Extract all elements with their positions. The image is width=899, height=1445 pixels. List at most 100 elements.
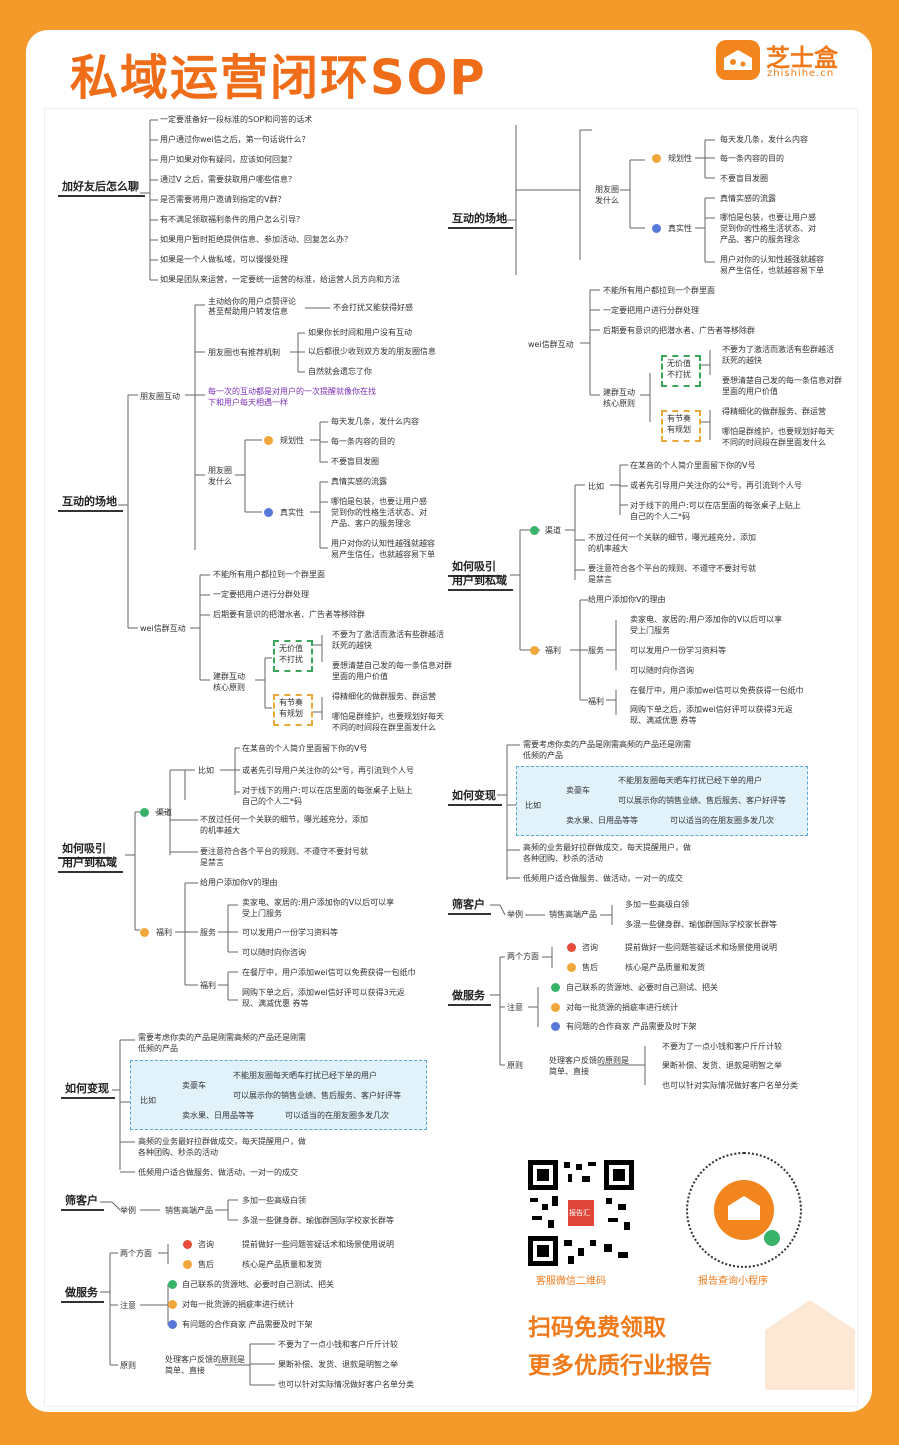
- benefit-icon: [530, 646, 539, 655]
- brand-url: zhishihe.cn: [767, 68, 835, 79]
- node-text: 是禁言: [588, 575, 612, 584]
- node-text: 比如: [198, 766, 214, 775]
- node-text: 或者先引导用户关注你的公*号，再引流到个人号: [630, 481, 802, 490]
- node-text: 服务: [200, 928, 216, 937]
- node-text: 主动给你的用户点赞评论: [208, 297, 296, 306]
- node-text: 可以展示你的销售业绩、售后服务、客户好评等: [618, 796, 786, 805]
- node-text: 多加一些高级白领: [242, 1196, 306, 1205]
- node-text: 核心是产品质量和发货: [625, 963, 705, 972]
- node-text: 在餐厅中，用户添加wei信可以免费获得一包纸巾: [630, 686, 804, 695]
- qr-code-icon[interactable]: [528, 1160, 634, 1266]
- node-text: 核心是产品质量和发货: [242, 1260, 322, 1269]
- rhythm-box: [273, 694, 313, 726]
- plan-icon: [264, 436, 273, 445]
- node-text: 易产生信任，也就越容易下单: [331, 550, 435, 559]
- consult-icon: [183, 1240, 192, 1249]
- node-text: 对每一批货源的捐疵率进行统计: [566, 1003, 678, 1012]
- node-text: 不同的时间段在群里面发什么: [332, 723, 436, 732]
- novalue-box: [661, 355, 701, 387]
- node-text: 果断补偿、发货、退款是明智之举: [278, 1360, 398, 1369]
- section-interaction-venue: 互动的场地: [58, 495, 123, 512]
- node-text: 提前做好一些问题答疑话术和场景使用说明: [625, 943, 777, 952]
- node-text: 售后: [198, 1260, 214, 1269]
- node-text: 现、满减优惠 券等: [630, 716, 697, 725]
- node-text: 无价值: [667, 359, 691, 368]
- node-text: 有问题的合作商家 产品需要及时下架: [182, 1320, 313, 1329]
- node-text: 哪怕是群维护，也要规划好每天: [722, 427, 834, 436]
- real-icon: [652, 224, 661, 233]
- node-text: 不放过任何一个关联的细节，曝光越充分，添加: [200, 815, 368, 824]
- node-text: 可以展示你的销售业绩、售后服务、客户好评等: [233, 1091, 401, 1100]
- node-text: 比如: [588, 482, 604, 491]
- node-text: 多混一些健身群、瑜伽群国际学校家长群等: [625, 920, 777, 929]
- section-attract-users-2: 用户到私域: [58, 856, 123, 873]
- node-text: 跃死的越快: [332, 641, 372, 650]
- node-text: 卖水果、日用品等等: [182, 1111, 254, 1120]
- node-text: 不放过任何一个关联的细节，曝光越充分，添加: [588, 533, 756, 542]
- node-text: 自然就会遗忘了你: [308, 367, 372, 376]
- novalue-box: [273, 640, 313, 672]
- node-text: 核心原则: [213, 683, 245, 692]
- section-filter-right: 筛客户: [448, 898, 491, 915]
- node-text: 不打扰: [667, 370, 691, 379]
- cta-more-reports: 更多优质行业报告: [528, 1353, 712, 1379]
- node-text: 自己联系的货源地、必要时自己测试、把关: [566, 983, 718, 992]
- stats-icon: [551, 1003, 560, 1012]
- node-real: 真实性: [280, 508, 304, 517]
- node-text: 现、满减优惠 券等: [242, 999, 309, 1008]
- node-text: 销售高端产品: [549, 910, 597, 919]
- node-text: 比如: [525, 801, 541, 810]
- node-benefit: 福利: [156, 928, 172, 937]
- list-item: 如果是团队来运营，一定要统一运营的标准，给运营人员方向和方法: [160, 275, 400, 284]
- node-text: 两个方面: [507, 952, 539, 961]
- node-benefit: 福利: [545, 646, 561, 655]
- node-text: 建群互动: [213, 672, 245, 681]
- node-text: 简单、直接: [549, 1067, 589, 1076]
- node-text: 后期要有意识的把潜水者、广告者等移除群: [603, 326, 755, 335]
- list-item: 有不满足领取福利条件的用户怎么引导？: [160, 215, 304, 224]
- node-group: wei信群互动: [528, 340, 574, 349]
- node-text: 果断补偿、发货、退款是明智之举: [662, 1061, 782, 1070]
- list-item: 一定要准备好一段标准的SOP和问答的话术: [160, 115, 313, 124]
- node-moments-interaction: 朋友圈互动: [140, 392, 180, 401]
- section-filter: 筛客户: [61, 1194, 104, 1211]
- node-text: 注意: [120, 1301, 136, 1310]
- node-text: 对于线下的用户:可以在店里面的每张桌子上贴上: [242, 786, 413, 795]
- node-text: 不打扰: [279, 655, 303, 664]
- node-text: 也可以针对实际情况做好客户名单分类: [278, 1380, 414, 1389]
- node-text: 网购下单之后，添加wei信好评可以获得3元返: [630, 705, 793, 714]
- node-text: 卖家电、家居的:用户添加你的V以后可以享: [630, 615, 783, 624]
- node-text: 在餐厅中，用户添加wei信可以免费获得一包纸巾: [242, 968, 416, 977]
- node-text: 不要为了一点小钱和客户斤斤计较: [662, 1042, 782, 1051]
- stats-icon: [168, 1300, 177, 1309]
- node-text: 两个方面: [120, 1249, 152, 1258]
- node-text: 每天发几条，发什么内容: [720, 135, 808, 144]
- plus-icon: [168, 1320, 177, 1329]
- node-text: 真情实感的流露: [720, 194, 776, 203]
- node-plan: 规划性: [668, 154, 692, 163]
- mini-program-code-icon[interactable]: [686, 1152, 802, 1268]
- section-monetize: 如何变现: [61, 1082, 115, 1099]
- node-text: 低频的产品: [138, 1044, 178, 1053]
- node-text: 真情实感的流露: [331, 477, 387, 486]
- node-text: 易产生信任，也就越容易下单: [720, 266, 824, 275]
- node-text: 原则: [507, 1061, 523, 1070]
- node-text: 哪怕是包装，也要让用户感: [331, 497, 427, 506]
- node-channel: 渠道: [545, 526, 561, 535]
- cta-scan: 扫码免费领取: [528, 1315, 666, 1341]
- node-text: 可以随时向你咨询: [242, 948, 306, 957]
- node-text: 哪怕是包装，也要让用户感: [720, 213, 816, 222]
- node-text: 朋友圈也有推荐机制: [208, 348, 280, 357]
- node-text: 对每一批货源的捐疵率进行统计: [182, 1300, 294, 1309]
- node-text: 不要为了激活而激活有些群越活: [332, 630, 444, 639]
- list-item: 用户通过你wei信之后，第一句话说什么？: [160, 135, 310, 144]
- node-text: 多混一些健身群、瑜伽群国际学校家长群等: [242, 1216, 394, 1225]
- node-text: 哪怕是群维护，也要规划好每天: [332, 712, 444, 721]
- node-plan: 规划性: [280, 436, 304, 445]
- qr-caption: 客服微信二维码: [536, 1276, 606, 1287]
- node-group: wei信群互动: [140, 624, 186, 633]
- brand-name: 芝士盒: [766, 44, 838, 72]
- node-text: 福利: [200, 981, 216, 990]
- plus-icon: [551, 1022, 560, 1031]
- node-text: 如果你长时间和用户没有互动: [308, 328, 412, 337]
